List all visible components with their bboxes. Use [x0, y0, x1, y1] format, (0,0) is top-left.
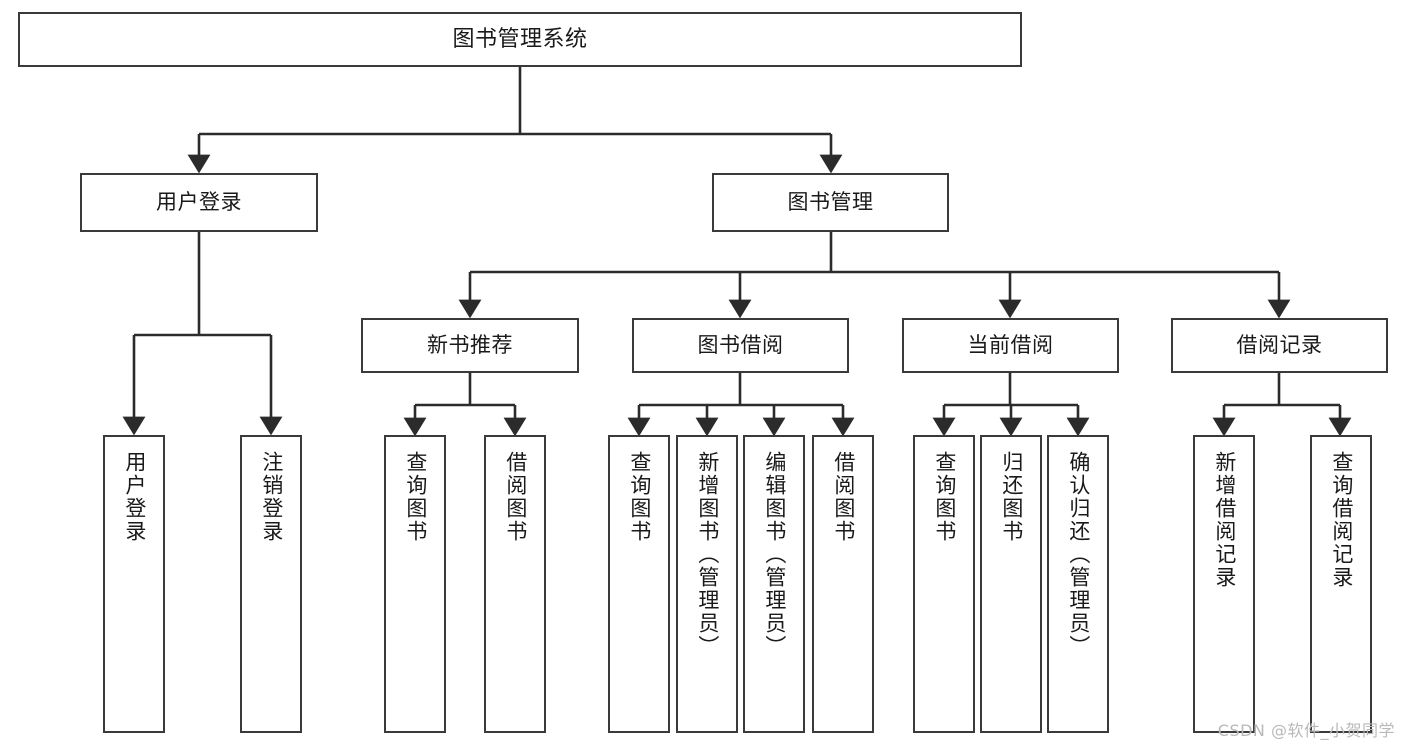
node-leaf-query-book-borrow[interactable]: 查询图书 [608, 435, 670, 733]
node-book-management[interactable]: 图书管理 [712, 173, 949, 232]
node-label: 用户登录 [122, 451, 147, 543]
node-label: 借阅记录 [1236, 333, 1323, 358]
node-label: 确认归还（管理员） [1066, 451, 1091, 658]
node-user-login[interactable]: 用户登录 [80, 173, 318, 232]
node-leaf-borrow-book[interactable]: 借阅图书 [812, 435, 874, 733]
node-current-borrow[interactable]: 当前借阅 [902, 318, 1119, 373]
node-leaf-borrow-book-recommend[interactable]: 借阅图书 [484, 435, 546, 733]
node-leaf-add-borrow-record[interactable]: 新增借阅记录 [1193, 435, 1255, 733]
node-label: 图书借阅 [697, 333, 784, 358]
node-leaf-user-login[interactable]: 用户登录 [103, 435, 165, 733]
node-label: 查询借阅记录 [1329, 451, 1354, 589]
node-label: 当前借阅 [967, 333, 1054, 358]
node-label: 图书管理 [787, 190, 874, 215]
node-leaf-logout[interactable]: 注销登录 [240, 435, 302, 733]
node-label: 借阅图书 [831, 451, 856, 543]
node-label: 新增图书（管理员） [695, 451, 720, 658]
node-label: 查询图书 [403, 451, 428, 543]
node-leaf-query-book-current[interactable]: 查询图书 [913, 435, 975, 733]
node-label: 注销登录 [259, 451, 284, 543]
node-leaf-add-book-admin[interactable]: 新增图书（管理员） [676, 435, 738, 733]
node-book-borrow[interactable]: 图书借阅 [632, 318, 849, 373]
node-label: 借阅图书 [503, 451, 528, 543]
node-label: 查询图书 [627, 451, 652, 543]
node-new-book-recommend[interactable]: 新书推荐 [361, 318, 579, 373]
node-root-book-management-system[interactable]: 图书管理系统 [18, 12, 1022, 67]
node-borrow-record[interactable]: 借阅记录 [1171, 318, 1388, 373]
node-label: 新增借阅记录 [1212, 451, 1237, 589]
node-leaf-query-borrow-record[interactable]: 查询借阅记录 [1310, 435, 1372, 733]
node-label: 图书管理系统 [452, 26, 588, 52]
node-leaf-query-book-recommend[interactable]: 查询图书 [384, 435, 446, 733]
node-label: 归还图书 [999, 451, 1024, 543]
node-label: 新书推荐 [427, 333, 513, 358]
node-leaf-edit-book-admin[interactable]: 编辑图书（管理员） [743, 435, 805, 733]
watermark-csdn: CSDN @软件_小贺同学 [1217, 721, 1395, 740]
node-leaf-return-book[interactable]: 归还图书 [980, 435, 1042, 733]
node-label: 用户登录 [156, 190, 242, 215]
node-label: 查询图书 [932, 451, 957, 543]
node-label: 编辑图书（管理员） [762, 451, 787, 658]
node-leaf-confirm-return-admin[interactable]: 确认归还（管理员） [1047, 435, 1109, 733]
